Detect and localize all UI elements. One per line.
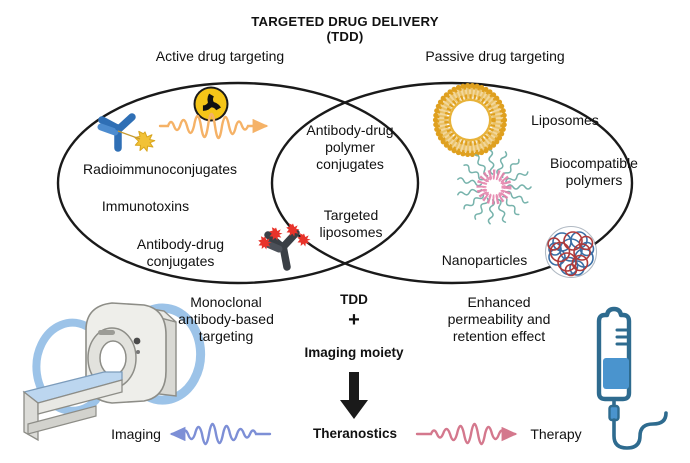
venn-right-item-biocompatible-polymers-line2: polymers (565, 172, 623, 188)
venn-right-item-biocompatible-polymers-line1: Biocompatible (550, 155, 638, 171)
radiation-emission-wave-icon (158, 112, 269, 140)
biocompatible-polymer-icon (457, 149, 532, 225)
caption-right-line2: permeability and (447, 311, 551, 327)
caption-right-line1: Enhanced (467, 294, 531, 310)
venn-intersection-item-targeted-liposomes-line1: Targeted (323, 207, 379, 223)
venn-intersection-item-adpc-line2: polymer (325, 139, 375, 155)
iv-drip-bag-icon (596, 306, 668, 450)
caption-right-line3: retention effect (452, 328, 546, 344)
down-arrow-icon (340, 372, 368, 419)
mri-scanner-icon (22, 302, 206, 442)
venn-left-item-radioimmunoconjugates: Radioimmunoconjugates (82, 161, 238, 177)
venn-left-item-antibody-drug-conjugates-line1: Antibody-drug (136, 236, 225, 252)
venn-left-item-immunotoxins: Immunotoxins (101, 198, 190, 214)
outcome-left-label: Imaging (111, 426, 161, 442)
venn-ellipse-left (56, 81, 420, 285)
antibody-toxin-linker (117, 130, 141, 140)
caption-left-line3: targeting (198, 328, 254, 344)
toxin-gold-star-icon (134, 130, 156, 152)
venn-right-item-liposomes: Liposomes (531, 112, 599, 128)
venn-intersection-item-adpc-line3: conjugates (316, 156, 384, 172)
venn-intersection-item-adpc-line1: Antibody-drug (306, 122, 394, 138)
radiation-hazard-icon (193, 86, 229, 122)
caption-left-line1: Monoclonal (190, 294, 262, 310)
caption-left-line2: antibody-based (178, 311, 274, 327)
formula-term2: Imaging moiety (304, 345, 404, 360)
therapy-wave-icon (415, 422, 518, 446)
venn-intersection-item-targeted-liposomes-line2: liposomes (319, 224, 383, 240)
formula-operator: + (348, 309, 360, 331)
venn-right-item-nanoparticles: Nanoparticles (441, 252, 528, 268)
liposome-icon (432, 82, 508, 158)
venn-right-header: Passive drug targeting (425, 48, 565, 64)
venn-left-header: Active drug targeting (155, 48, 285, 64)
formula-term1: TDD (340, 292, 368, 307)
drug-payload-red-icons (258, 223, 311, 250)
figure-title-line2: (TDD) (326, 29, 364, 44)
outcome-right-label: Therapy (530, 426, 582, 442)
formula-result: Theranostics (312, 426, 398, 441)
nanoparticle-icon (544, 225, 598, 279)
venn-left-item-antibody-drug-conjugates-line2: conjugates (146, 253, 215, 269)
figure-title-line1: TARGETED DRUG DELIVERY (251, 14, 439, 29)
imaging-wave-icon (169, 422, 272, 446)
venn-ellipse-right (270, 81, 634, 285)
